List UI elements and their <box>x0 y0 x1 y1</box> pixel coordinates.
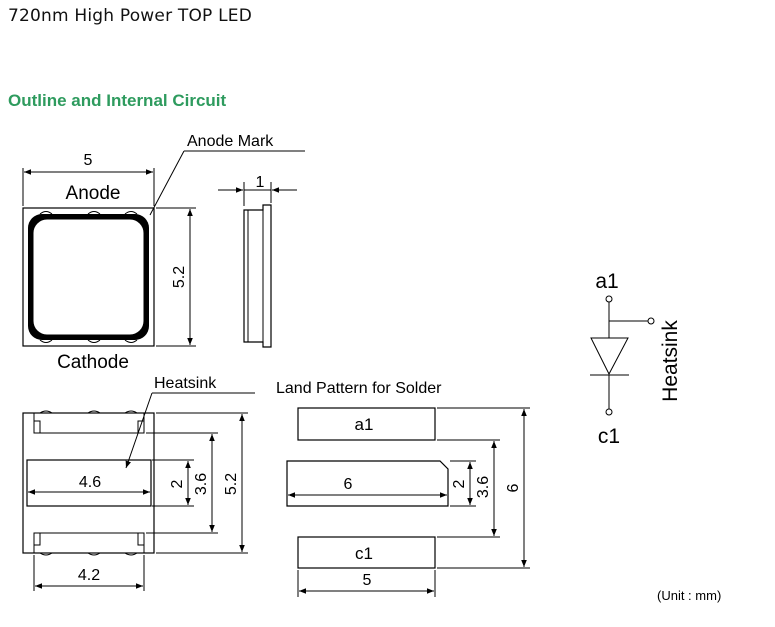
side-profile <box>243 204 272 348</box>
land-total-height-dim: 6 <box>505 483 522 492</box>
bottom-inner-height-dim: 3.6 <box>193 473 210 495</box>
side-view: 1 <box>218 174 297 348</box>
center-pad-width-dim: 6 <box>344 476 353 493</box>
bottom-view: 4.6 Heatsink 4.2 2 3.6 5.2 <box>22 375 255 591</box>
land-pad-center <box>286 460 449 507</box>
circuit-heatsink-terminal <box>647 317 655 325</box>
internal-circuit: a1 c1 Heatsink <box>590 270 682 448</box>
pad-width-dim: 4.2 <box>78 567 100 584</box>
heatsink-height-dim: 2 <box>169 479 186 488</box>
top-view: 5 5.2 Anode Cathode Anode Mark <box>22 133 305 373</box>
heatsink-label: Heatsink <box>154 375 217 392</box>
circuit-anode-terminal <box>605 295 613 303</box>
land-inner-height-dim: 3.6 <box>475 476 492 498</box>
land-pad-width-dim: 5 <box>363 572 372 589</box>
document-title: 720nm High Power TOP LED <box>8 6 252 26</box>
circuit-cathode-terminal <box>605 408 613 416</box>
land-center-height-dim: 2 <box>451 479 468 488</box>
bottom-pad-bottom <box>33 532 145 553</box>
land-pad-c1-label: c1 <box>355 544 373 563</box>
anode-label: Anode <box>66 183 121 204</box>
land-pad-a1-label: a1 <box>355 415 374 434</box>
bottom-pad-top <box>33 413 145 434</box>
cathode-label: Cathode <box>57 352 129 373</box>
anode-mark-leader <box>149 150 185 216</box>
land-pad-c1 <box>297 536 436 569</box>
bottom-lead-bumps <box>39 339 138 343</box>
top-width-dim: 5 <box>84 152 93 169</box>
circuit-cathode-label: c1 <box>598 425 620 448</box>
package-body <box>22 207 155 347</box>
circuit-heatsink-label: Heatsink <box>659 320 682 402</box>
anode-mark-label: Anode Mark <box>187 133 274 150</box>
unit-note: (Unit : mm) <box>657 588 721 603</box>
section-title: Outline and Internal Circuit <box>8 91 227 110</box>
top-lead-bumps <box>39 211 138 215</box>
anode-mark-notch <box>144 214 149 219</box>
land-pattern: Land Pattern for Solder a1 6 c1 5 2 3.6 … <box>276 380 530 597</box>
heatsink-pad <box>26 459 152 507</box>
land-pattern-title: Land Pattern for Solder <box>276 380 442 397</box>
bottom-total-height-dim: 5.2 <box>223 473 240 495</box>
heatsink-width-dim: 4.6 <box>79 474 101 491</box>
heatsink-leader <box>125 392 153 469</box>
land-pad-a1 <box>297 407 436 441</box>
top-height-dim: 5.2 <box>171 266 188 288</box>
circuit-anode-label: a1 <box>595 270 618 293</box>
lens <box>32 218 145 336</box>
side-thickness-dim: 1 <box>256 174 265 191</box>
diode-symbol <box>590 337 629 376</box>
